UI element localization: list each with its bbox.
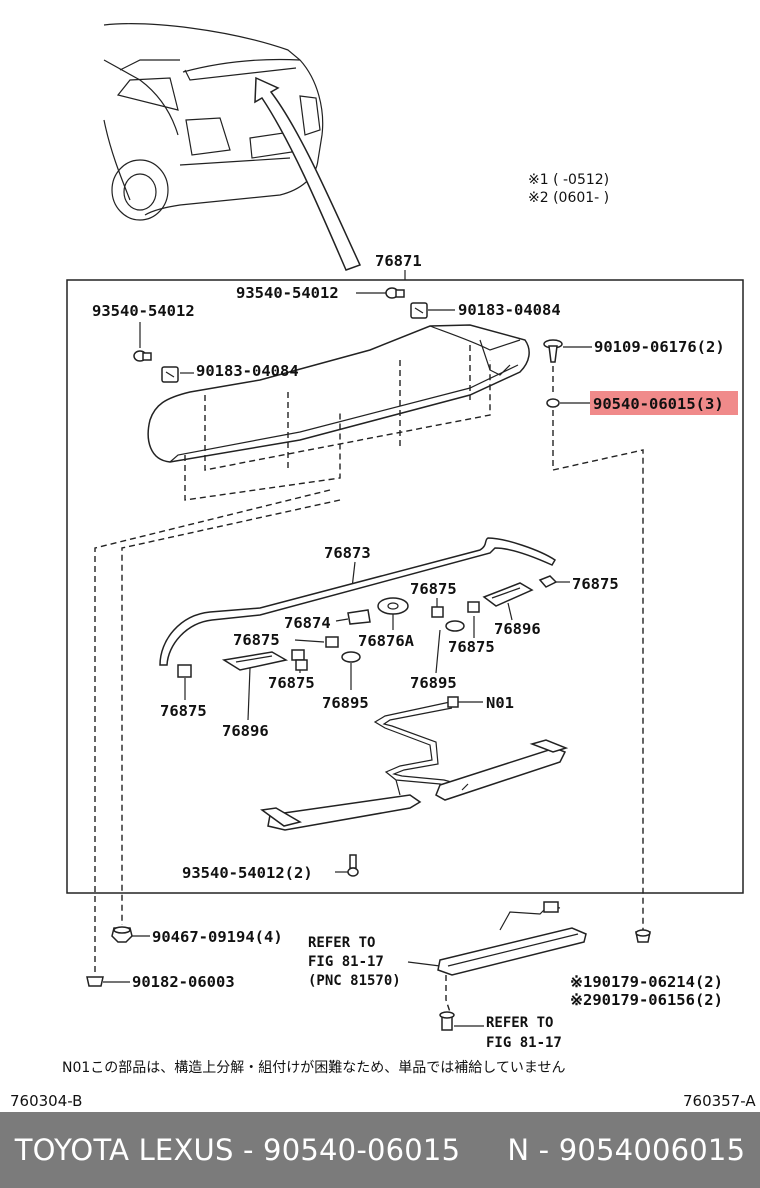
spoiler-76871 [147, 324, 530, 463]
label-93540-54012-top: 93540-54012 [236, 284, 339, 302]
label-76875-b: 76875 [410, 580, 457, 598]
label-fig-81-17-b: FIG 81-17 [486, 1035, 562, 1051]
n01-note: N01この部品は、構造上分解・組付けが困難なため、単品では補給していません [62, 1060, 565, 1076]
washer-76895-left [341, 651, 361, 663]
pad-76875-b1 [431, 606, 444, 618]
stop-lamp-81570 [437, 901, 587, 1019]
bolt-93540-left [133, 350, 152, 362]
pad-76875-d [325, 636, 339, 648]
label-76875-a: 76875 [572, 575, 619, 593]
part-number-footer: TOYOTA LEXUS - 90540-06015 N - 905400601… [0, 1112, 760, 1188]
label-76876a: 76876A [358, 632, 415, 650]
label-76896-right: 76896 [494, 620, 541, 638]
pad-76875-f [177, 664, 192, 678]
label-76875-d: 76875 [233, 631, 280, 649]
label-76874: 76874 [284, 614, 331, 632]
label-90183-04084-left: 90183-04084 [196, 362, 299, 380]
label-90183-04084-top: 90183-04084 [458, 301, 561, 319]
code-right: 760357-A [683, 1092, 756, 1110]
label-n01: N01 [486, 694, 514, 712]
label-76896-left: 76896 [222, 722, 269, 740]
pad-76874 [347, 609, 371, 625]
label-93540-54012-left: 93540-54012 [92, 302, 195, 320]
label-refer-to-2: REFER TO [486, 1015, 553, 1031]
screw-lamp [439, 1011, 455, 1031]
label-93540-54012-bottom: 93540-54012(2) [182, 864, 313, 882]
pad-76896-left [221, 651, 289, 671]
washer-90540 [546, 398, 560, 408]
applicability-note-1: ※1 ( -0512) [528, 172, 609, 188]
dashed-guides [94, 410, 644, 975]
pad-76875-right [538, 575, 558, 588]
bolt-93540-top [385, 287, 405, 299]
label-90179-06214: ※190179-06214(2) [570, 973, 723, 991]
parts-diagram: ※1 ( -0512) ※2 (0601- ) 76871 93540-5401… [10, 23, 756, 1110]
label-76871: 76871 [375, 252, 422, 270]
highlight-90540-06015 [590, 391, 738, 415]
label-76875-e: 76875 [268, 674, 315, 692]
label-90540-06015: 90540-06015(3) [593, 395, 724, 413]
gasket-76873 [159, 537, 557, 666]
pad-76896-right [482, 582, 534, 607]
clip-90182 [86, 976, 104, 987]
code-left: 760304-B [10, 1092, 82, 1110]
label-90179-06156: ※290179-06156(2) [570, 991, 723, 1009]
label-76875-f: 76875 [160, 702, 207, 720]
nut-90183-left [161, 366, 179, 383]
applicability-note-2: ※2 (0601- ) [528, 190, 609, 206]
label-pnc-81570: (PNC 81570) [308, 973, 401, 989]
label-76873: 76873 [324, 544, 371, 562]
clip-90467 [111, 926, 133, 943]
label-76895-right: 76895 [410, 674, 457, 692]
pad-76876a [377, 597, 409, 615]
label-90182-06003: 90182-06003 [132, 973, 235, 991]
spoiler-dashed-outlines [184, 345, 491, 501]
screw-90109 [543, 339, 563, 363]
label-76895-left: 76895 [322, 694, 369, 712]
label-fig-81-17-a: FIG 81-17 [308, 954, 384, 970]
screw-93540-bottom [347, 854, 359, 877]
label-90467-09194: 90467-09194(4) [152, 928, 283, 946]
nut-90183-top [410, 302, 428, 319]
pointer-arrow [254, 76, 362, 271]
label-76875-c: 76875 [448, 638, 495, 656]
label-90109-06176: 90109-06176(2) [594, 338, 725, 356]
washer-76895-right [445, 620, 465, 632]
footer-text: TOYOTA LEXUS - 90540-06015 N - 905400601… [14, 1133, 746, 1167]
clip-90179 [635, 929, 651, 943]
pad-76875-e [291, 649, 308, 671]
high-mount-lamp-wiring-n01 [260, 696, 569, 831]
label-refer-to-1: REFER TO [308, 935, 375, 951]
pad-76875-b2 [467, 601, 480, 613]
